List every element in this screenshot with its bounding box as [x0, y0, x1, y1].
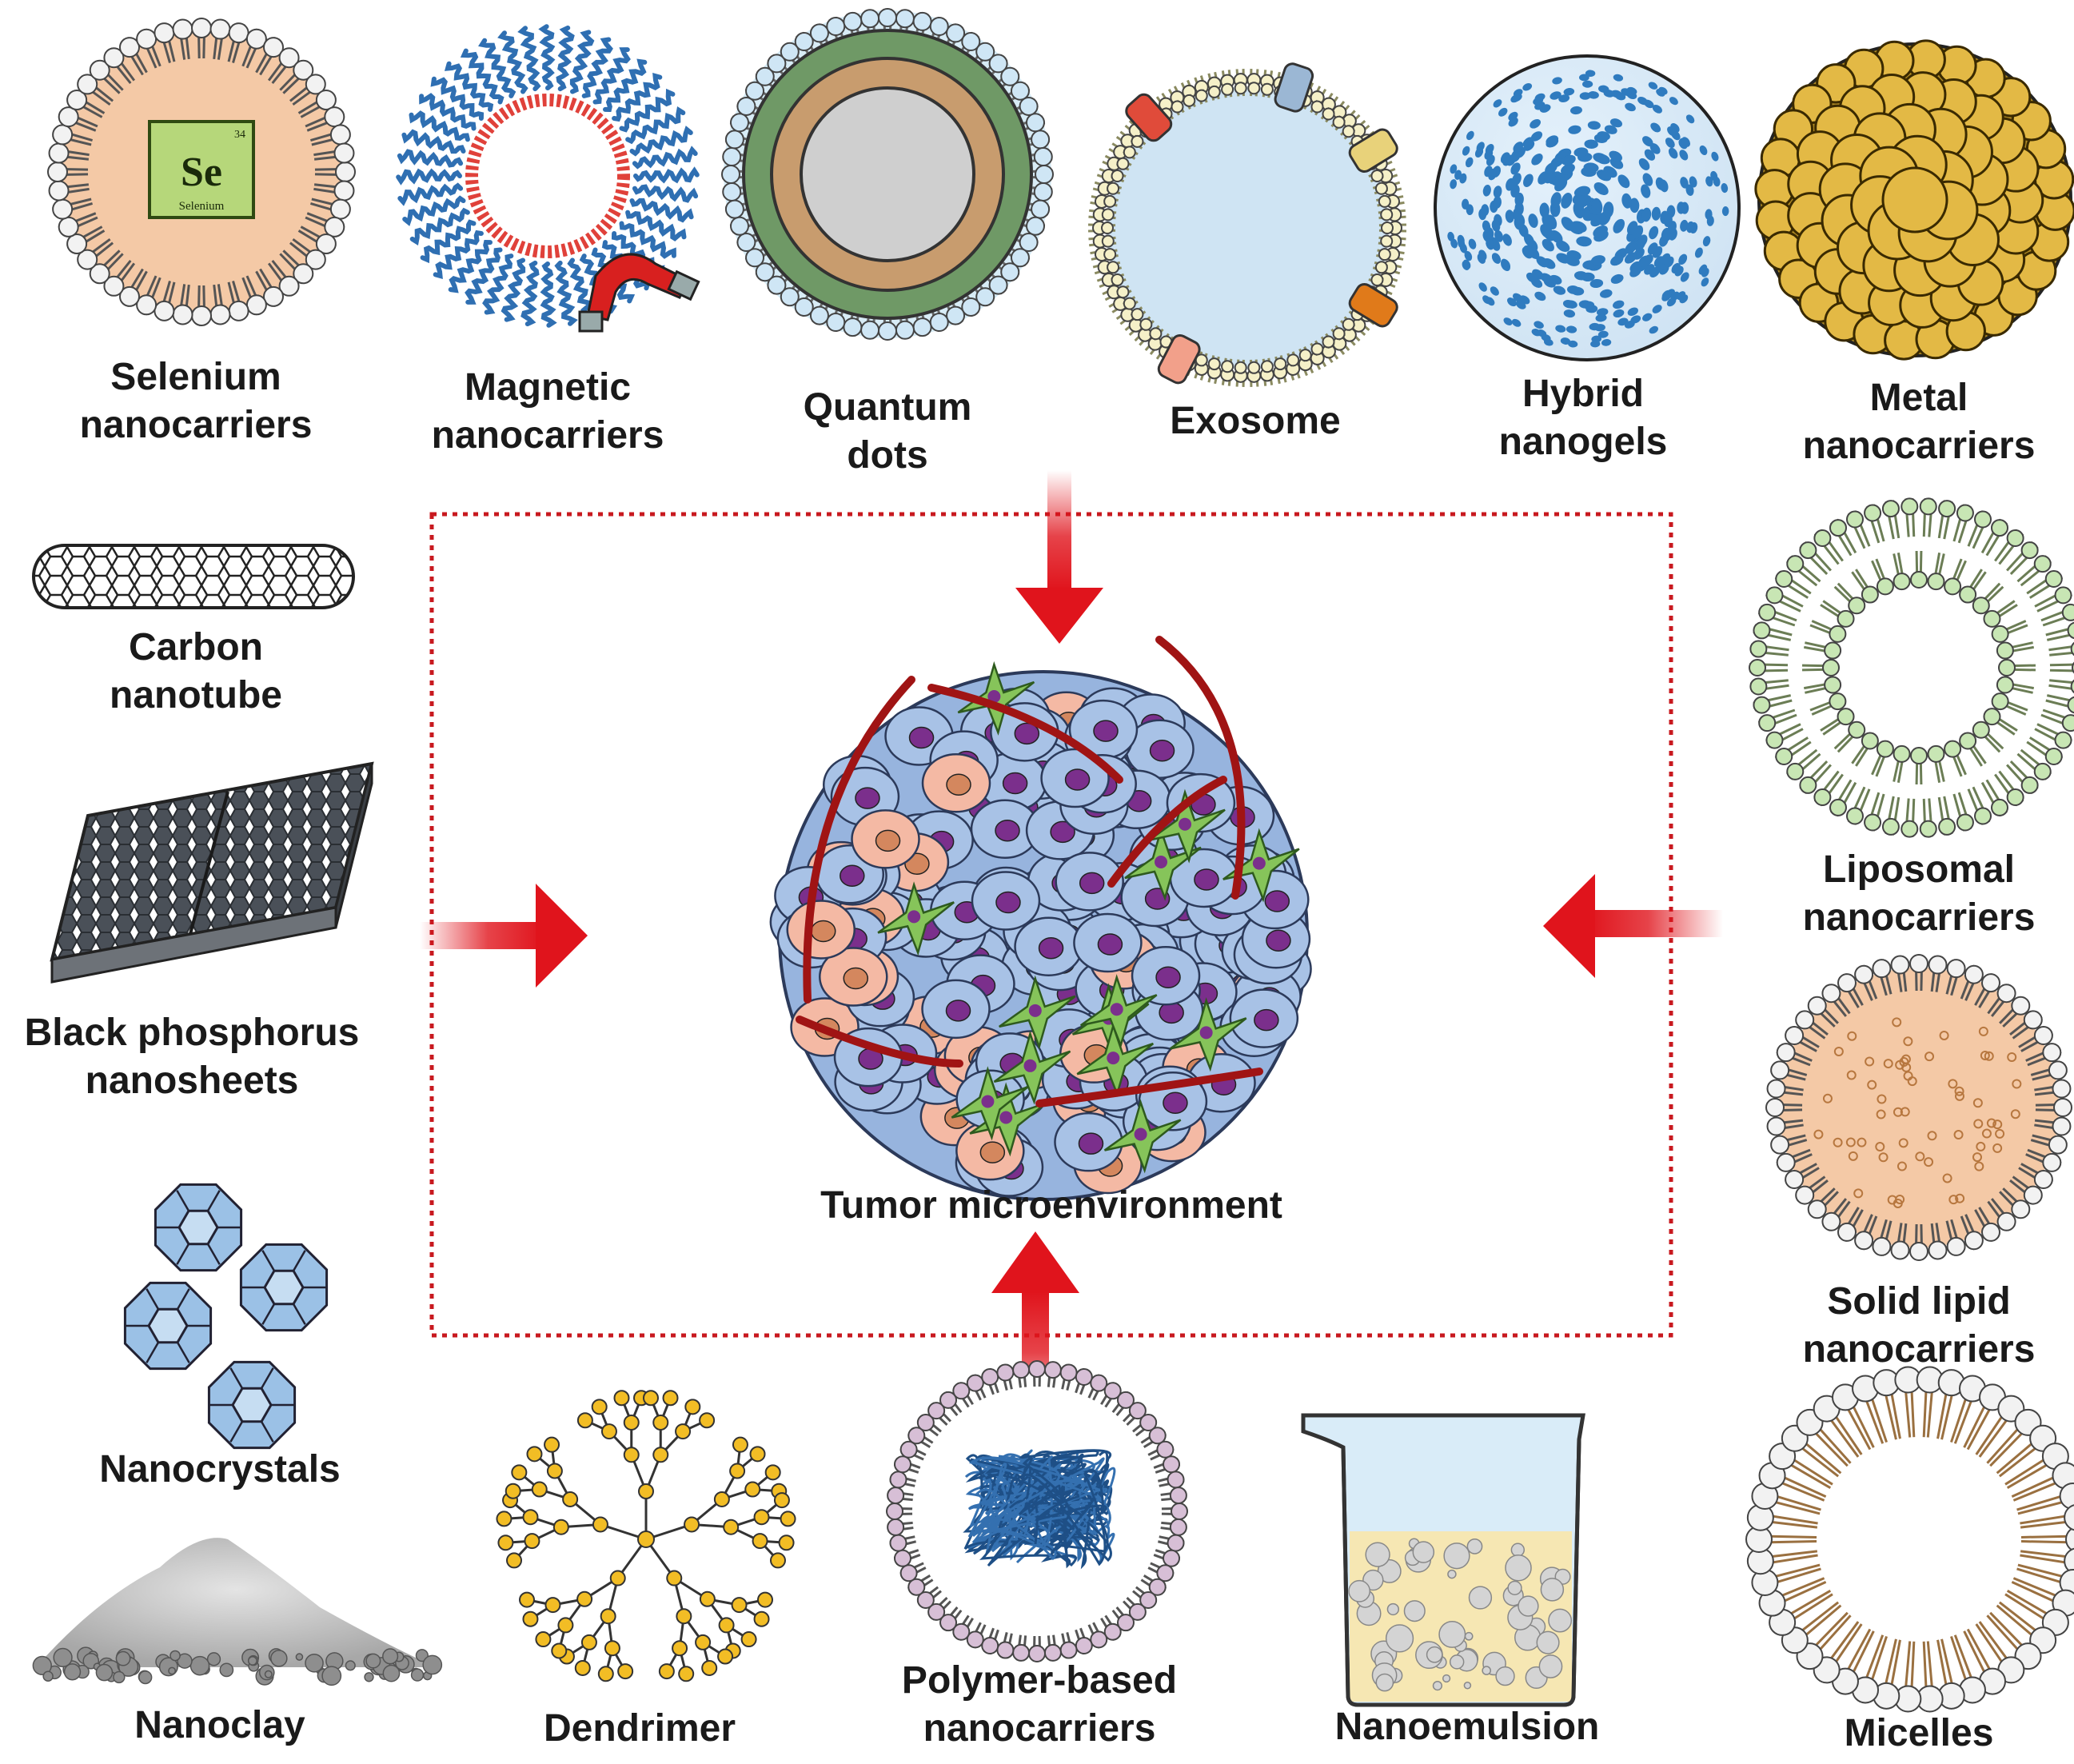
- tumor-image: [769, 636, 1312, 1201]
- nanoclay-image: [32, 1538, 443, 1686]
- label-nanoclay: Nanoclay: [134, 1704, 305, 1746]
- svg-text:34: 34: [234, 129, 245, 141]
- liposomal-nanocarrier-image: [1749, 497, 2074, 838]
- arrow-right: [1543, 874, 1723, 978]
- arrow-top: [1015, 470, 1103, 644]
- hybrid-nanogel-image: [1434, 54, 1741, 361]
- magnetic-nanocarrier-image: [396, 24, 700, 333]
- metal-nanocarrier-image: [1754, 39, 2074, 361]
- label-nanoemulsion: Nanoemulsion: [1334, 1706, 1600, 1748]
- label-nanocrystals: Nanocrystals: [99, 1448, 341, 1491]
- label-dendrimer: Dendrimer: [543, 1707, 736, 1750]
- svg-text:Selenium: Selenium: [179, 200, 225, 213]
- quantum-dot-image: [721, 8, 1054, 341]
- label-micelles: Micelles: [1844, 1712, 1994, 1754]
- svg-text:Se: Se: [181, 150, 222, 195]
- nanoemulsion-image: [1301, 1413, 1585, 1707]
- label-exosome: Exosome: [1170, 400, 1341, 442]
- nanocrystals-image: [123, 1183, 329, 1450]
- selenium-element-tile: Se 34 Selenium: [148, 120, 255, 219]
- dendrimer-image: [496, 1390, 796, 1682]
- arrow-left: [420, 884, 588, 988]
- polymer-nanocarrier-image: [886, 1360, 1188, 1662]
- exosome-image: [1088, 62, 1406, 387]
- carbon-nanotube-image: [32, 544, 355, 609]
- tumor-microenvironment-label: Tumor microenvironment: [820, 1184, 1282, 1227]
- black-phosphorus-image: [50, 761, 374, 984]
- micelle-image: [1745, 1366, 2074, 1713]
- solid-lipid-nanocarrier-image: [1765, 954, 2072, 1261]
